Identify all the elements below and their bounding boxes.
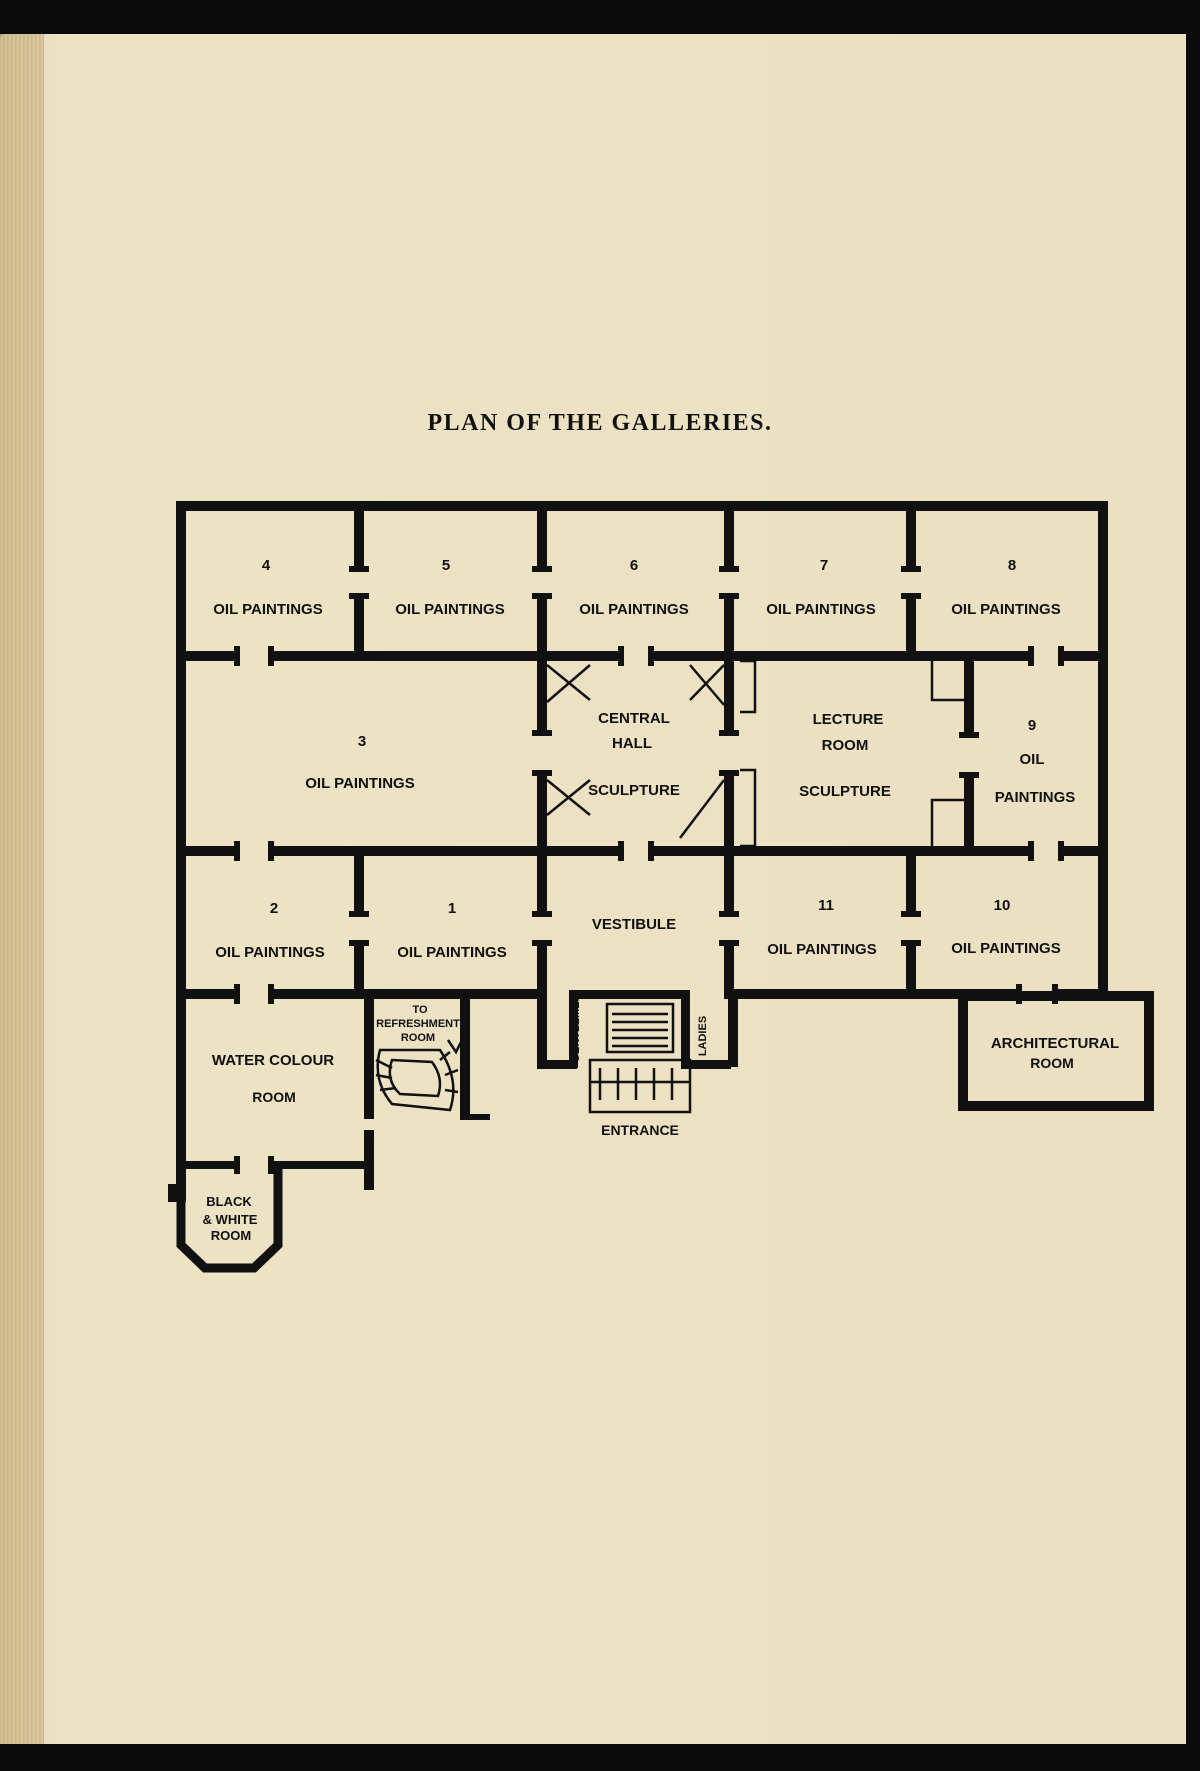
room-9-number: 9 xyxy=(1028,717,1036,734)
lecture-room-sculpture: SCULPTURE xyxy=(799,783,891,800)
room-8-number: 8 xyxy=(1008,557,1016,574)
room-6-number: 6 xyxy=(630,557,638,574)
room-8-label: OIL PAINTINGS xyxy=(951,601,1060,618)
central-hall-line2: HALL xyxy=(612,735,652,752)
page-edge xyxy=(0,34,44,1744)
room-11-number: 11 xyxy=(818,897,834,914)
room-labels: 4 OIL PAINTINGS 5 OIL PAINTINGS 6 OIL PA… xyxy=(203,557,1120,1243)
room-7-label: OIL PAINTINGS xyxy=(766,601,875,618)
interior-lines xyxy=(366,659,964,1160)
page-title: PLAN OF THE GALLERIES. xyxy=(427,410,773,436)
refreshment-line3: ROOM xyxy=(401,1032,435,1044)
room-1-label: OIL PAINTINGS xyxy=(397,944,506,961)
room-10-number: 10 xyxy=(994,897,1011,914)
architectural-line2: ROOM xyxy=(1030,1055,1074,1071)
architectural-line1: ARCHITECTURAL xyxy=(991,1035,1119,1052)
book-page xyxy=(0,34,1186,1744)
refreshment-line2: REFRESHMENT xyxy=(376,1018,460,1030)
room-5-number: 5 xyxy=(442,557,450,574)
ladies-label: LADIES xyxy=(697,1016,709,1056)
water-colour-line1: WATER COLOUR xyxy=(212,1052,334,1069)
room-3-label: OIL PAINTINGS xyxy=(305,775,414,792)
room-1-number: 1 xyxy=(448,900,456,917)
black-white-line3: ROOM xyxy=(211,1228,251,1243)
room-4-number: 4 xyxy=(262,557,271,574)
vestibule-label: VESTIBULE xyxy=(592,916,676,933)
lecture-room-line2: ROOM xyxy=(822,737,869,754)
central-hall-line1: CENTRAL xyxy=(598,710,670,727)
gentlemen-label: GENTLEMEN xyxy=(570,993,582,1062)
room-11-label: OIL PAINTINGS xyxy=(767,941,876,958)
central-hall-sculpture: SCULPTURE xyxy=(588,782,680,799)
room-2-number: 2 xyxy=(270,900,278,917)
lecture-room-line1: LECTURE xyxy=(813,711,884,728)
room-4-label: OIL PAINTINGS xyxy=(213,601,322,618)
room-9-line1: OIL xyxy=(1020,751,1045,768)
black-white-room-wall xyxy=(176,1165,283,1273)
entrance-label: ENTRANCE xyxy=(601,1122,679,1138)
room-2-label: OIL PAINTINGS xyxy=(215,944,324,961)
room-7-number: 7 xyxy=(820,557,828,574)
room-6-label: OIL PAINTINGS xyxy=(579,601,688,618)
room-5-label: OIL PAINTINGS xyxy=(395,601,504,618)
water-colour-line2: ROOM xyxy=(252,1089,296,1105)
room-3-number: 3 xyxy=(358,733,366,750)
room-9-line2: PAINTINGS xyxy=(995,789,1076,806)
refreshment-line1: TO xyxy=(412,1004,428,1016)
black-white-line2: & WHITE xyxy=(203,1212,258,1227)
black-white-line1: BLACK xyxy=(206,1194,252,1209)
room-10-label: OIL PAINTINGS xyxy=(951,940,1060,957)
